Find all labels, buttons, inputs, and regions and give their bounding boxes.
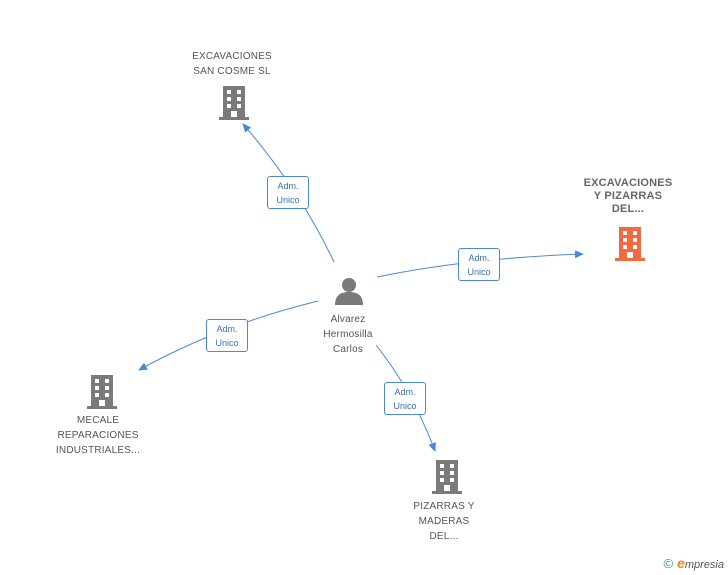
building-icon[interactable] — [219, 86, 249, 120]
edge-role-bottom[interactable]: Adm. Unico — [384, 382, 426, 415]
person-icon[interactable] — [334, 277, 364, 305]
building-icon[interactable] — [615, 227, 645, 261]
edge-role-right[interactable]: Adm. Unico — [458, 248, 500, 281]
company-label-mecale-reparaciones[interactable]: MECALE REPARACIONES INDUSTRIALES... — [55, 415, 141, 456]
edge-role-left[interactable]: Adm. Unico — [206, 319, 248, 352]
person-name[interactable]: Alvarez Hermosilla Carlos — [323, 314, 373, 355]
building-icon[interactable] — [87, 375, 117, 409]
copyright-icon: © — [663, 556, 674, 571]
company-label-excavaciones-y-pizarras[interactable]: EXCAVACIONES Y PIZARRAS DEL... — [583, 177, 673, 215]
footer-brand: ©empresia — [663, 555, 724, 571]
brand-logo-text: mpresia — [684, 559, 724, 571]
edge-role-top[interactable]: Adm. Unico — [267, 176, 309, 209]
building-icon[interactable] — [432, 460, 462, 494]
company-label-pizarras-y-maderas[interactable]: PIZARRAS Y MADERAS DEL... — [413, 501, 475, 542]
brand-logo-initial: e — [677, 555, 685, 571]
company-label-excavaciones-san-cosme[interactable]: EXCAVACIONES SAN COSME SL — [192, 51, 272, 77]
